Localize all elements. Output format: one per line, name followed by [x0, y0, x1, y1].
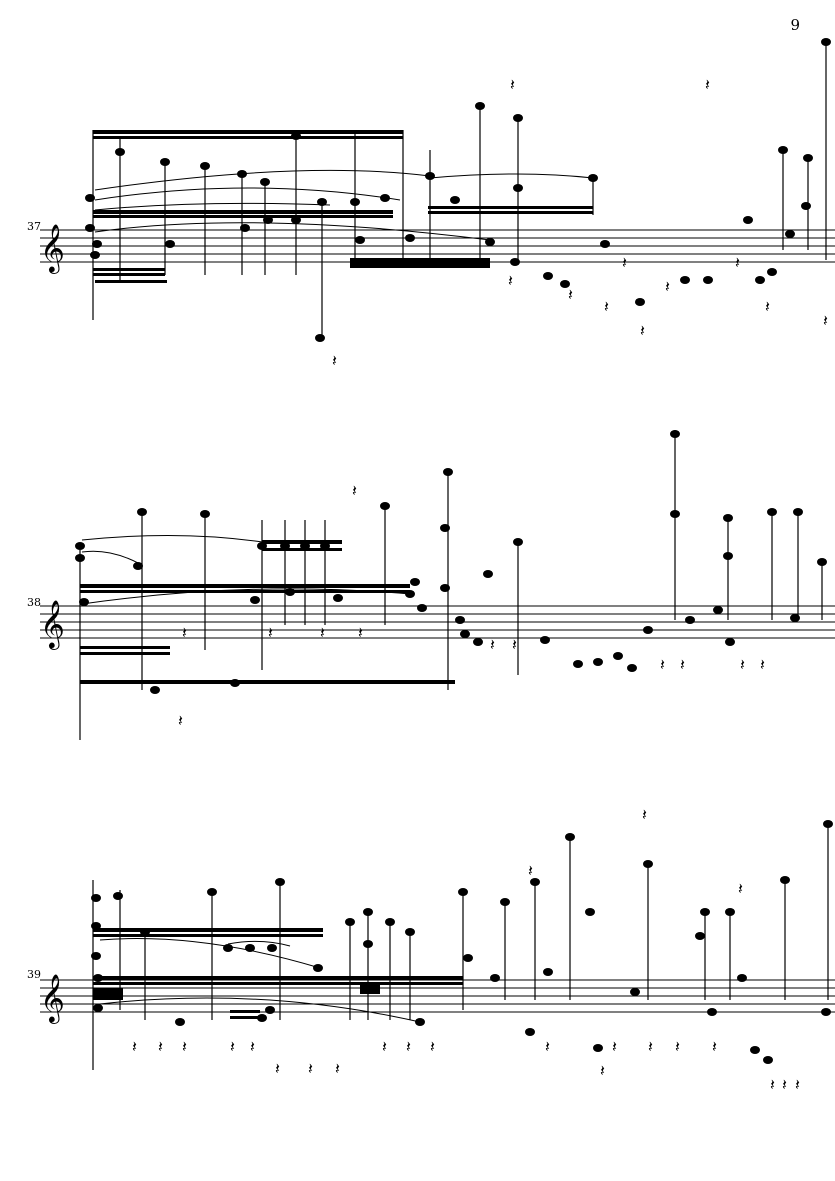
rests: 𝄽 𝄽 𝄽 𝄽 𝄽 𝄽 𝄽 𝄽 𝄽 𝄽 𝄽 𝄽 — [178, 481, 765, 730]
beams — [93, 928, 463, 1019]
svg-text:𝄽: 𝄽 — [320, 623, 325, 642]
treble-clef-icon: 𝄞 — [40, 599, 65, 650]
svg-text:𝄽: 𝄽 — [510, 75, 515, 94]
svg-text:𝄽: 𝄽 — [332, 351, 337, 370]
svg-text:𝄽: 𝄽 — [660, 655, 665, 674]
svg-text:𝄽: 𝄽 — [158, 1037, 163, 1056]
svg-text:𝄽: 𝄽 — [275, 1059, 280, 1078]
svg-text:𝄽: 𝄽 — [358, 623, 363, 642]
svg-text:𝄽: 𝄽 — [823, 311, 828, 330]
noteheads — [91, 820, 833, 1064]
noteheads — [85, 38, 831, 342]
noteheads — [75, 430, 827, 694]
rests: 𝄽 𝄽 𝄽 𝄽 𝄽 𝄽 𝄽 𝄽 𝄽 𝄽 𝄽 𝄽 — [332, 75, 828, 370]
svg-text:𝄽: 𝄽 — [675, 1037, 680, 1056]
treble-clef-icon: 𝄞 — [40, 223, 65, 274]
svg-text:𝄽: 𝄽 — [430, 1037, 435, 1056]
staff-system-1: 𝄞 — [40, 38, 835, 370]
svg-text:𝄽: 𝄽 — [770, 1075, 775, 1094]
page-number: 9 — [790, 16, 800, 34]
slurs-ties — [94, 169, 594, 241]
svg-text:𝄽: 𝄽 — [545, 1037, 550, 1056]
staff-system-2: 𝄞 — [40, 430, 835, 740]
svg-text:𝄽: 𝄽 — [705, 75, 710, 94]
note-stems — [79, 430, 823, 740]
svg-text:𝄽: 𝄽 — [600, 1061, 605, 1080]
svg-text:𝄽: 𝄽 — [648, 1037, 653, 1056]
svg-text:𝄽: 𝄽 — [740, 655, 745, 674]
svg-text:𝄽: 𝄽 — [490, 635, 495, 654]
svg-text:𝄽: 𝄽 — [622, 253, 627, 272]
svg-text:𝄽: 𝄽 — [230, 1037, 235, 1056]
note-stems — [92, 40, 827, 340]
staff-lines — [40, 979, 835, 1013]
svg-text:𝄽: 𝄽 — [568, 285, 573, 304]
svg-text:𝄽: 𝄽 — [250, 1037, 255, 1056]
svg-text:𝄽: 𝄽 — [640, 321, 645, 340]
staff-lines — [40, 605, 835, 639]
staff-lines — [40, 229, 835, 263]
svg-text:𝄽: 𝄽 — [512, 635, 517, 654]
svg-text:𝄽: 𝄽 — [382, 1037, 387, 1056]
svg-text:𝄽: 𝄽 — [406, 1037, 411, 1056]
svg-text:𝄽: 𝄽 — [760, 655, 765, 674]
svg-text:𝄽: 𝄽 — [528, 861, 533, 880]
beams — [93, 130, 593, 283]
svg-text:𝄽: 𝄽 — [765, 297, 770, 316]
svg-text:𝄽: 𝄽 — [738, 879, 743, 898]
measure-number-39: 39 — [27, 968, 41, 981]
svg-text:𝄽: 𝄽 — [795, 1075, 800, 1094]
svg-text:𝄽: 𝄽 — [604, 297, 609, 316]
svg-text:𝄽: 𝄽 — [352, 481, 357, 500]
svg-text:𝄽: 𝄽 — [182, 1037, 187, 1056]
svg-text:𝄽: 𝄽 — [642, 805, 647, 824]
svg-text:𝄽: 𝄽 — [782, 1075, 787, 1094]
slurs-ties — [81, 534, 411, 605]
svg-text:𝄽: 𝄽 — [308, 1059, 313, 1078]
svg-text:𝄽: 𝄽 — [132, 1037, 137, 1056]
rests: 𝄽 𝄽 𝄽 𝄽 𝄽 𝄽 𝄽 𝄽 𝄽 𝄽 𝄽 𝄽 𝄽 𝄽 𝄽 𝄽 𝄽 𝄽 𝄽 𝄽 𝄽 𝄽 𝄽 — [132, 805, 800, 1094]
svg-text:𝄽: 𝄽 — [178, 711, 183, 730]
svg-text:𝄽: 𝄽 — [680, 655, 685, 674]
staff-system-3: 𝄞 — [40, 805, 835, 1094]
svg-text:𝄽: 𝄽 — [182, 623, 187, 642]
svg-text:𝄽: 𝄽 — [508, 271, 513, 290]
svg-text:𝄽: 𝄽 — [268, 623, 273, 642]
treble-clef-icon: 𝄞 — [40, 973, 65, 1024]
svg-text:𝄽: 𝄽 — [612, 1037, 617, 1056]
svg-text:𝄽: 𝄽 — [335, 1059, 340, 1078]
slurs-ties — [99, 938, 421, 1023]
measure-number-38: 38 — [27, 596, 41, 609]
svg-text:𝄽: 𝄽 — [735, 253, 740, 272]
svg-text:𝄽: 𝄽 — [712, 1037, 717, 1056]
svg-text:𝄽: 𝄽 — [665, 277, 670, 296]
beams — [80, 540, 455, 684]
note-stems — [92, 822, 829, 1070]
measure-number-37: 37 — [27, 220, 41, 233]
